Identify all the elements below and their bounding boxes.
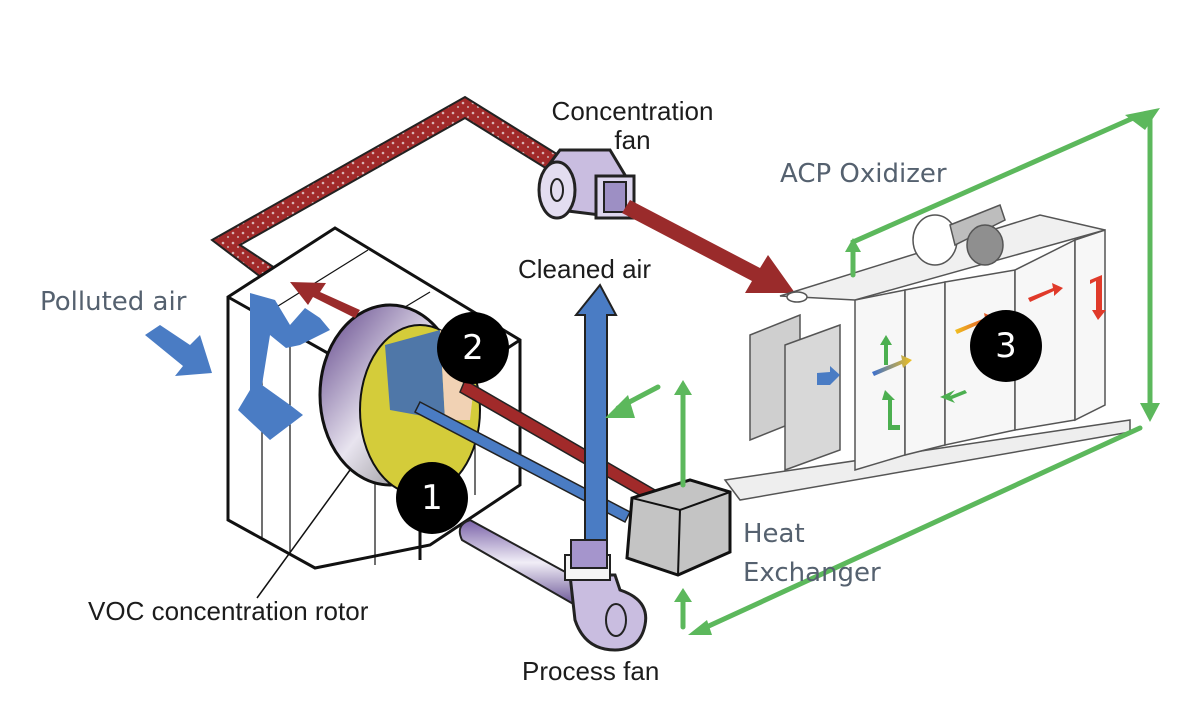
marker-2: 2	[437, 312, 509, 384]
green-arrowheads	[605, 108, 1160, 635]
label-heat-exchanger-line1: Heat	[743, 519, 805, 549]
polluted-air-flow-arrow	[238, 293, 330, 440]
label-heat-exchanger-line2: Exchanger	[743, 557, 881, 588]
process-fan	[458, 518, 648, 652]
label-concentration-fan-line1: Concentration	[551, 96, 714, 126]
label-heat-exchanger: Heat Exchanger	[743, 520, 881, 587]
label-concentration-fan-line2: fan	[614, 124, 651, 155]
heat-exchanger	[625, 478, 732, 577]
label-voc-rotor: VOC concentration rotor	[88, 596, 369, 626]
label-cleaned-air: Cleaned air	[518, 254, 651, 284]
desorbed-air-arrow	[290, 282, 360, 318]
marker-1: 1	[396, 462, 468, 534]
cleaned-air-duct	[573, 283, 618, 546]
concentrated-air-duct	[210, 95, 562, 280]
label-acp-oxidizer: ACP Oxidizer	[780, 159, 947, 189]
oxidizer-flow-arrows	[817, 275, 1106, 430]
marker-3: 3	[970, 310, 1042, 382]
rotor-leader-line	[256, 469, 351, 599]
cooling-air-pipe	[414, 400, 631, 524]
polluted-air-inlet-arrow	[145, 325, 212, 376]
arrow-fan-to-oxidizer	[622, 200, 795, 293]
acp-oxidizer	[723, 204, 1131, 501]
label-polluted-air: Polluted air	[40, 287, 187, 317]
label-concentration-fan: Concentration fan	[535, 97, 730, 154]
label-process-fan: Process fan	[522, 656, 660, 686]
concentration-fan	[537, 148, 636, 220]
